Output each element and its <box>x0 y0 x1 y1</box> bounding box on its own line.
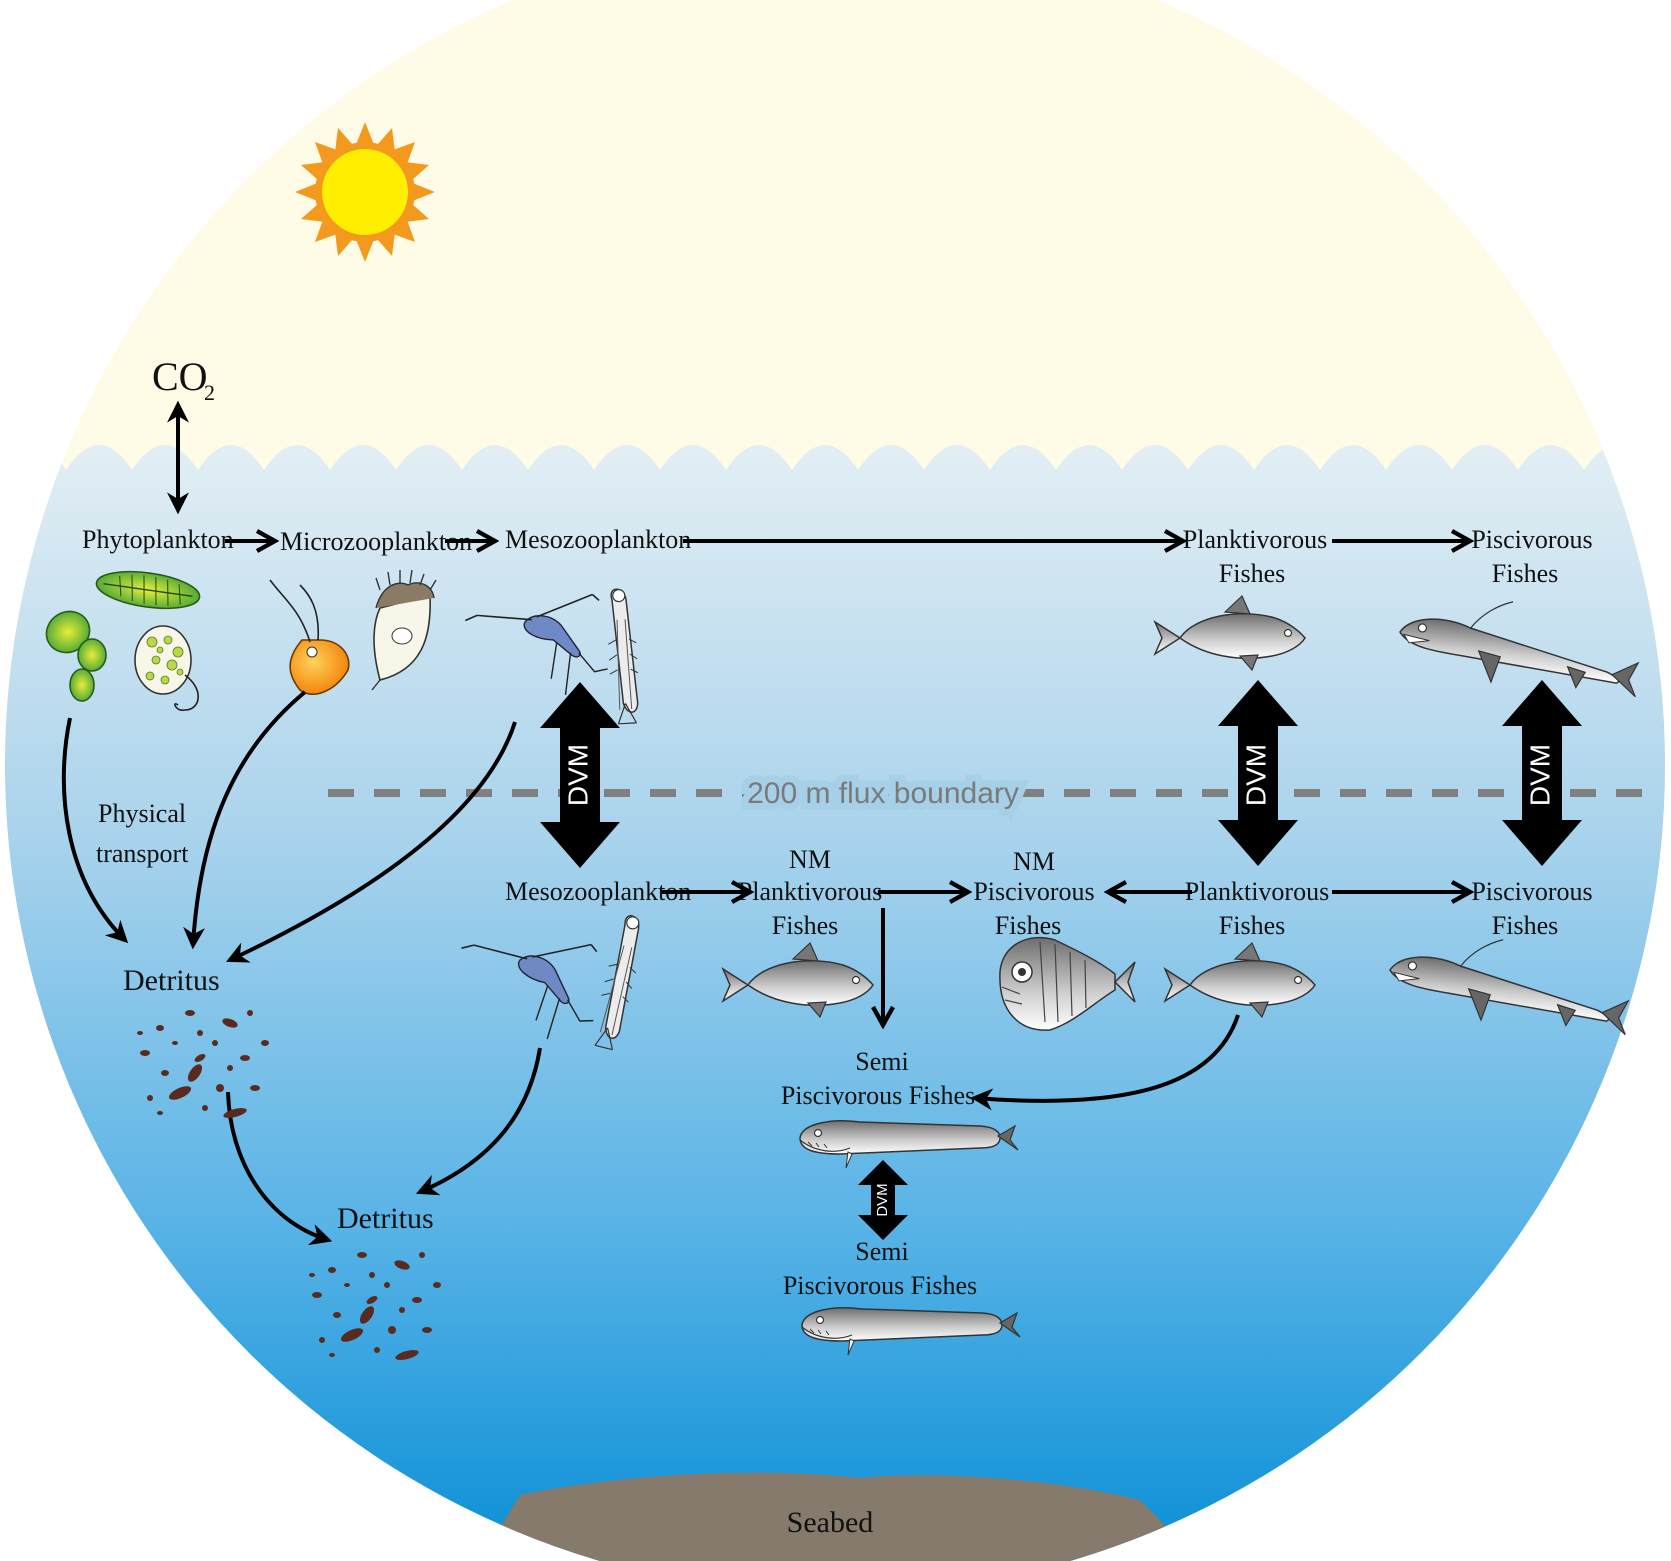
planktivorous-top-label-2: Fishes <box>1219 559 1285 588</box>
planktivorous-bottom-label-2: Fishes <box>1219 911 1285 940</box>
cyanobacteria-icon <box>45 610 107 702</box>
detritus-upper-label: Detritus <box>123 964 220 997</box>
nm-piscivorous-label: NM <box>1013 847 1055 876</box>
dvm-label-3: DVM <box>1524 744 1555 806</box>
nm-planktivorous-label-3: Fishes <box>772 911 838 940</box>
arrow-micro-detritus <box>183 690 307 950</box>
planktivorous-bottom-label: Planktivorous <box>1185 877 1329 906</box>
semi-upper-label: Semi <box>855 1047 908 1076</box>
diatom-icon <box>95 570 201 610</box>
nm-piscivorous-label-3: Fishes <box>995 911 1061 940</box>
co2-label: CO <box>152 354 208 399</box>
semi-lower-label-2: Piscivorous Fishes <box>783 1271 977 1300</box>
piscivorous-bottom-label-2: Fishes <box>1492 911 1558 940</box>
dvm-arrow-planktivorous: DVM <box>1218 680 1298 866</box>
mesozooplankton-top-label: Mesozooplankton <box>505 525 691 554</box>
microzooplankton-label: Microzooplankton <box>280 527 472 556</box>
ciliate-icon <box>371 569 437 691</box>
phytoplankton-label: Phytoplankton <box>82 525 234 554</box>
arrow-plankt-semi <box>970 1014 1240 1111</box>
bottom-flow-arrows <box>662 892 1470 1111</box>
arrow-phyto-detritus <box>61 717 129 944</box>
sun-icon <box>295 122 435 262</box>
seabed-ground <box>480 1472 1200 1561</box>
mesozooplankton-bottom-label: Mesozooplankton <box>505 877 691 906</box>
dvm-label-2: DVM <box>1240 744 1271 806</box>
dvm-label-small: DVM <box>874 1183 891 1216</box>
piscivorous-top-label-2: Fishes <box>1492 559 1558 588</box>
arrow-meso-lower-detritus <box>415 1047 542 1196</box>
arrow-meso-detritus <box>226 721 517 963</box>
seabed-label: Seabed <box>787 1506 874 1539</box>
dvm-label-1: DVM <box>562 744 593 806</box>
flux-boundary-label: 200 m flux boundary <box>747 777 1019 810</box>
piscivorous-top-label: Piscivorous <box>1471 525 1592 554</box>
semi-lower-label: Semi <box>855 1237 908 1266</box>
algae-cell-icon <box>134 625 199 711</box>
detritus-lower-label: Detritus <box>337 1202 434 1235</box>
nm-piscivorous-label-2: Piscivorous <box>973 877 1094 906</box>
planktivorous-top-label: Planktivorous <box>1183 525 1327 554</box>
hatchetfish-icon <box>999 936 1136 1031</box>
nm-planktivorous-label-2: Planktivorous <box>738 877 882 906</box>
dvm-arrow-small: DVM <box>858 1160 908 1240</box>
nm-planktivorous-label: NM <box>789 845 831 874</box>
physical-transport-label-2: transport <box>96 839 189 868</box>
flagellate-icon <box>269 579 350 695</box>
physical-transport-label: Physical <box>98 799 186 828</box>
piscivorous-bottom-label: Piscivorous <box>1471 877 1592 906</box>
co2-subscript: 2 <box>204 380 215 405</box>
semi-upper-label-2: Piscivorous Fishes <box>781 1081 975 1110</box>
dvm-arrow-mesozooplankton: DVM <box>540 682 620 868</box>
dvm-arrow-piscivorous: DVM <box>1502 680 1582 866</box>
